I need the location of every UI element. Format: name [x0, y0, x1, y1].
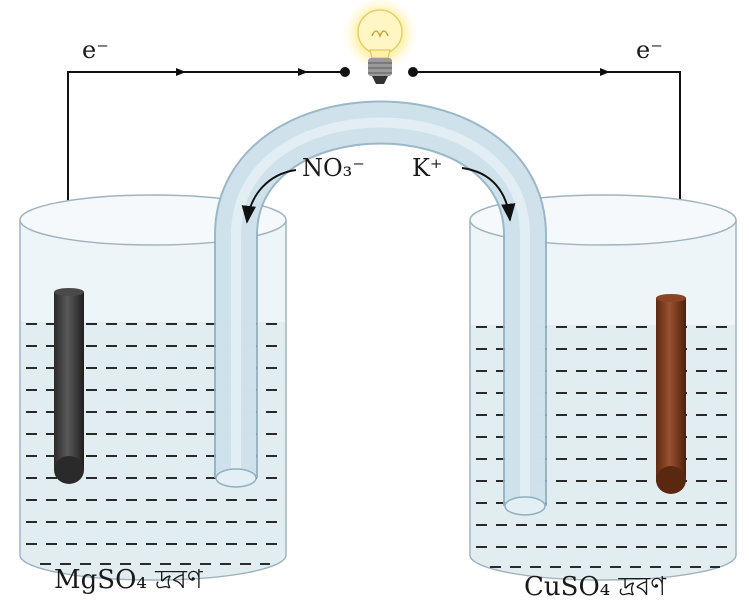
electron-label-right: e⁻	[636, 36, 663, 64]
anion-label: NO₃⁻	[302, 154, 365, 182]
light-bulb-icon	[340, 0, 420, 84]
wire-arrow-1	[176, 68, 186, 76]
electron-label-left: e⁻	[82, 36, 109, 64]
left-solution-label: MgSO₄ দ্রবণ	[54, 565, 204, 595]
copper-electrode	[656, 294, 686, 494]
magnesium-electrode	[54, 288, 84, 484]
cation-label: K⁺	[412, 154, 443, 182]
wire-arrow-2	[298, 68, 308, 76]
salt-bridge	[214, 100, 547, 516]
bulb-terminal-left	[340, 67, 350, 77]
wire-arrow-3	[600, 68, 610, 76]
right-solution-label: CuSO₄ দ্রবণ	[524, 572, 667, 602]
anion-arrow	[241, 169, 297, 224]
bulb-terminal-right	[408, 67, 418, 77]
cation-arrow	[461, 167, 516, 222]
